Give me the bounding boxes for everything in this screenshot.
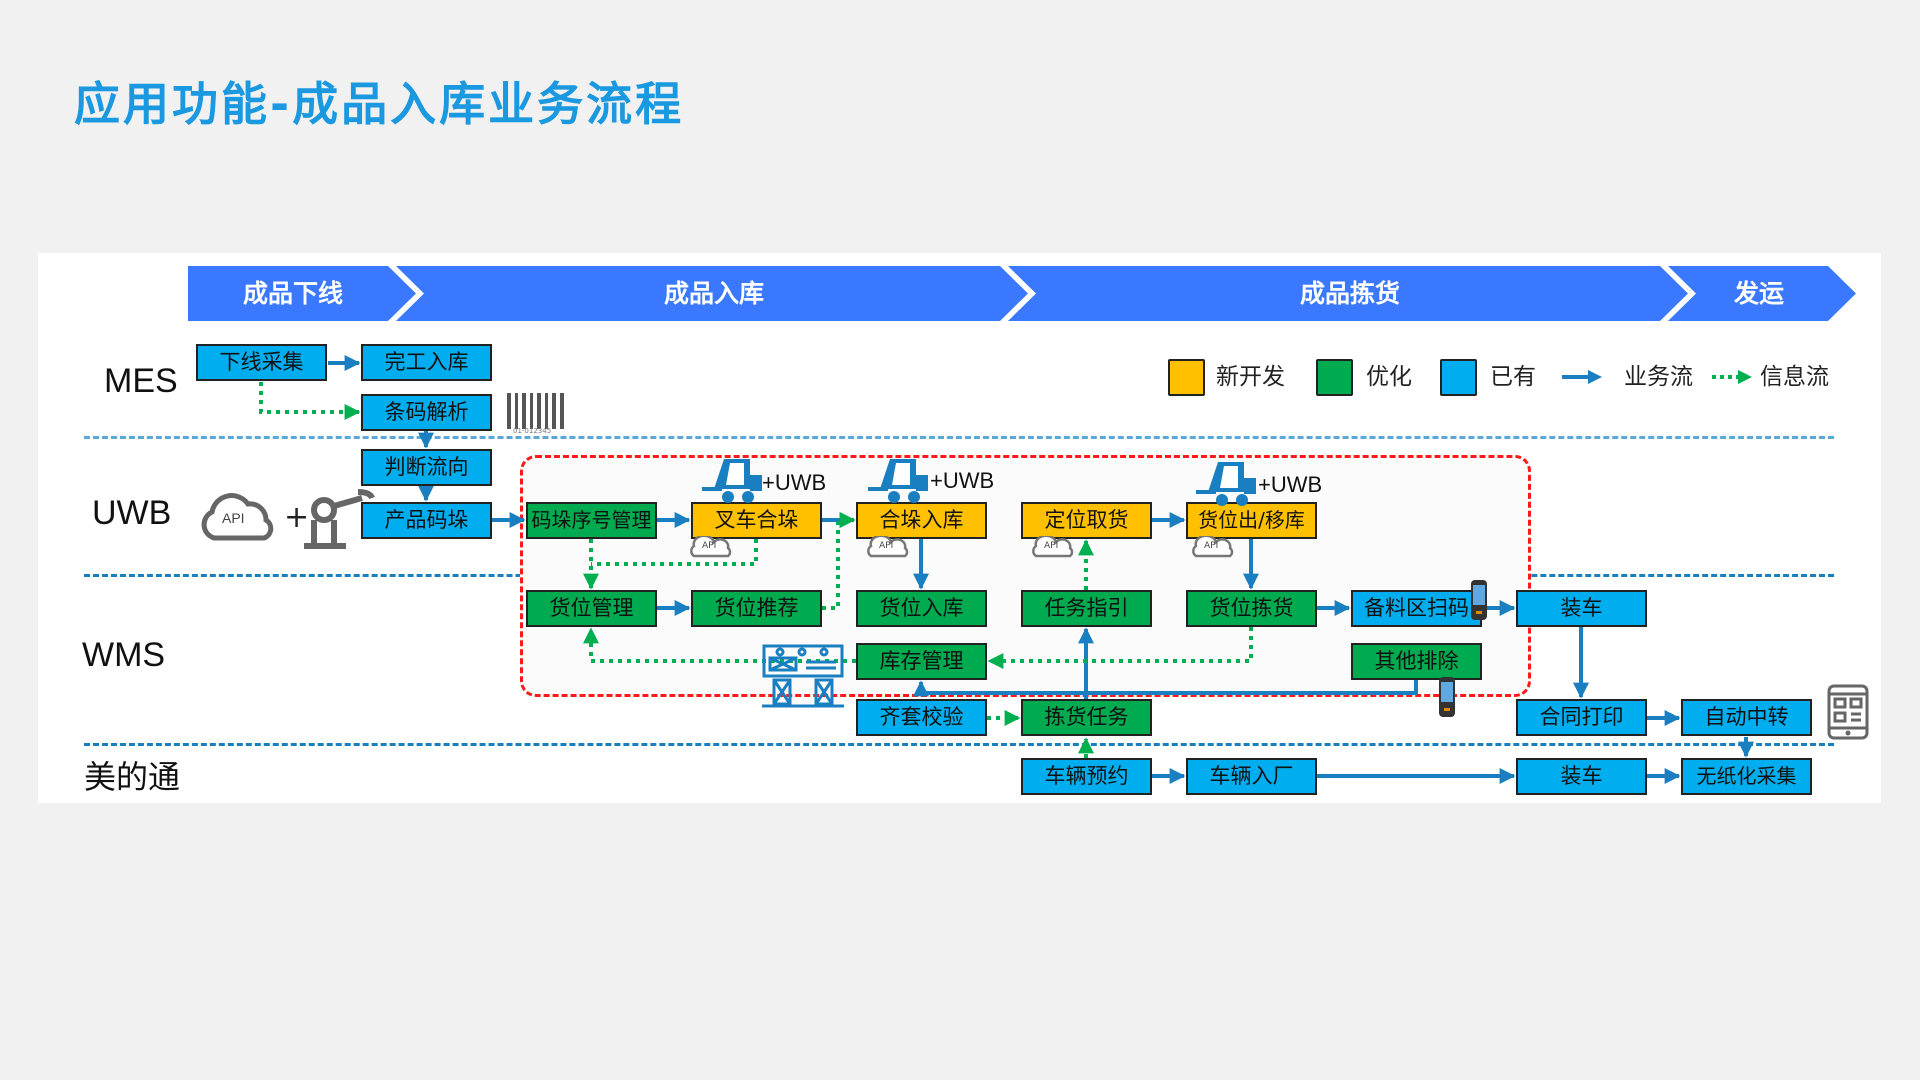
- legend-swatch-existing: [1440, 359, 1477, 396]
- legend-label-info-flow: 信息流: [1760, 364, 1829, 390]
- node-wms-auto-transfer[interactable]: 自动中转: [1681, 699, 1812, 736]
- node-wms-loc-pick[interactable]: 货位拣货: [1186, 590, 1317, 627]
- forklift-icon: [1196, 458, 1266, 508]
- node-wms-staging-scan[interactable]: 备料区扫码: [1351, 590, 1482, 627]
- stage-shipping: 发运: [1733, 279, 1784, 308]
- stage-offline: 成品下线: [242, 279, 343, 308]
- api-label: API: [879, 541, 894, 551]
- node-uwb-locate-pick[interactable]: 定位取货: [1021, 502, 1152, 539]
- node-wms-contract-print[interactable]: 合同打印: [1516, 699, 1647, 736]
- node-wms-pick-task[interactable]: 拣货任务: [1021, 699, 1152, 736]
- lane-mes: MES: [104, 362, 178, 400]
- uwb-tag: +UWB: [762, 470, 827, 495]
- legend-label-business-flow: 业务流: [1624, 364, 1693, 390]
- node-wms-kit-check[interactable]: 齐套校验: [856, 699, 987, 736]
- stage-chevrons: [188, 266, 1856, 321]
- node-uwb-seq[interactable]: 码垛序号管理: [526, 502, 657, 539]
- legend-swatch-optimized: [1316, 359, 1353, 396]
- node-wms-loc-mgmt[interactable]: 货位管理: [526, 590, 657, 627]
- legend-label-existing: 已有: [1490, 364, 1536, 390]
- node-wms-load[interactable]: 装车: [1516, 590, 1647, 627]
- legend-label-new: 新开发: [1216, 364, 1285, 390]
- legend-label-optimized: 优化: [1366, 364, 1412, 390]
- node-mes-collect[interactable]: 下线采集: [196, 344, 327, 381]
- lane-wms: WMS: [82, 636, 166, 674]
- node-uwb-merge-in[interactable]: 合垛入库: [856, 502, 987, 539]
- node-wms-inventory[interactable]: 库存管理: [856, 643, 987, 680]
- stage-chevron-offline: [188, 266, 416, 321]
- node-uwb-loc-out[interactable]: 货位出/移库: [1186, 502, 1317, 539]
- legend-swatch-new: [1168, 359, 1205, 396]
- node-mes-complete[interactable]: 完工入库: [361, 344, 492, 381]
- robot-arm-icon: [300, 488, 380, 552]
- node-wms-loc-recommend[interactable]: 货位推荐: [691, 590, 822, 627]
- page-title: 应用功能-成品入库业务流程: [74, 77, 685, 131]
- node-mdt-vehicle-enter[interactable]: 车辆入厂: [1186, 758, 1317, 795]
- uwb-tag: +UWB: [1258, 472, 1323, 497]
- forklift-icon: [868, 455, 938, 505]
- stage-chevron-shipping: [1668, 266, 1856, 321]
- api-label: API: [222, 510, 245, 526]
- api-label: API: [1204, 541, 1219, 551]
- legend-business-flow-arrow-icon: [1562, 370, 1602, 384]
- lane-uwb: UWB: [92, 494, 172, 532]
- node-uwb-flow[interactable]: 判断流向: [361, 449, 492, 486]
- node-mdt-paperless[interactable]: 无纸化采集: [1681, 758, 1812, 795]
- api-cloud-small-icon: API: [863, 534, 913, 560]
- api-label: API: [702, 541, 717, 551]
- handheld-scanner-icon: [1438, 676, 1456, 718]
- node-wms-task-guide[interactable]: 任务指引: [1021, 590, 1152, 627]
- stage-chevron-inbound: [396, 266, 1028, 321]
- legend: 新开发 优化 已有 业务流 信息流: [0, 359, 1920, 396]
- stage-inbound: 成品入库: [663, 279, 764, 308]
- node-wms-other-exclude[interactable]: 其他排除: [1351, 643, 1482, 680]
- node-mes-barcode[interactable]: 条码解析: [361, 394, 492, 431]
- barcode-icon: 01-012345: [505, 393, 573, 437]
- stage-chevron-picking: [1008, 266, 1688, 321]
- api-cloud-small-icon: API: [1188, 534, 1238, 560]
- stage-banner: 成品下线 成品入库 成品拣货 发运: [0, 266, 1920, 321]
- node-uwb-forklift-merge[interactable]: 叉车合垛: [691, 502, 822, 539]
- node-uwb-stack[interactable]: 产品码垛: [361, 502, 492, 539]
- api-label: API: [1044, 541, 1059, 551]
- lane-separator-wms-meidetong: [84, 743, 1834, 746]
- api-cloud-small-icon: API: [686, 534, 736, 560]
- node-wms-loc-in[interactable]: 货位入库: [856, 590, 987, 627]
- barcode-digits: 01-012345: [513, 427, 552, 435]
- legend-info-flow-arrow-icon: [1712, 370, 1752, 384]
- api-cloud-icon: API: [196, 490, 280, 546]
- node-mdt-vehicle-booking[interactable]: 车辆预约: [1021, 758, 1152, 795]
- handheld-scanner-icon: [1470, 579, 1488, 621]
- lane-meidetong: 美的通: [84, 759, 181, 795]
- smartphone-qr-icon: [1827, 684, 1869, 740]
- api-cloud-small-icon: API: [1028, 534, 1078, 560]
- lane-separator-mes-uwb: [84, 436, 1834, 439]
- node-mdt-load[interactable]: 装车: [1516, 758, 1647, 795]
- plus-icon: +: [284, 500, 310, 535]
- warehouse-rack-icon: [760, 642, 846, 710]
- forklift-icon: [702, 455, 772, 505]
- uwb-tag: +UWB: [930, 468, 995, 493]
- stage-picking: 成品拣货: [1299, 279, 1400, 308]
